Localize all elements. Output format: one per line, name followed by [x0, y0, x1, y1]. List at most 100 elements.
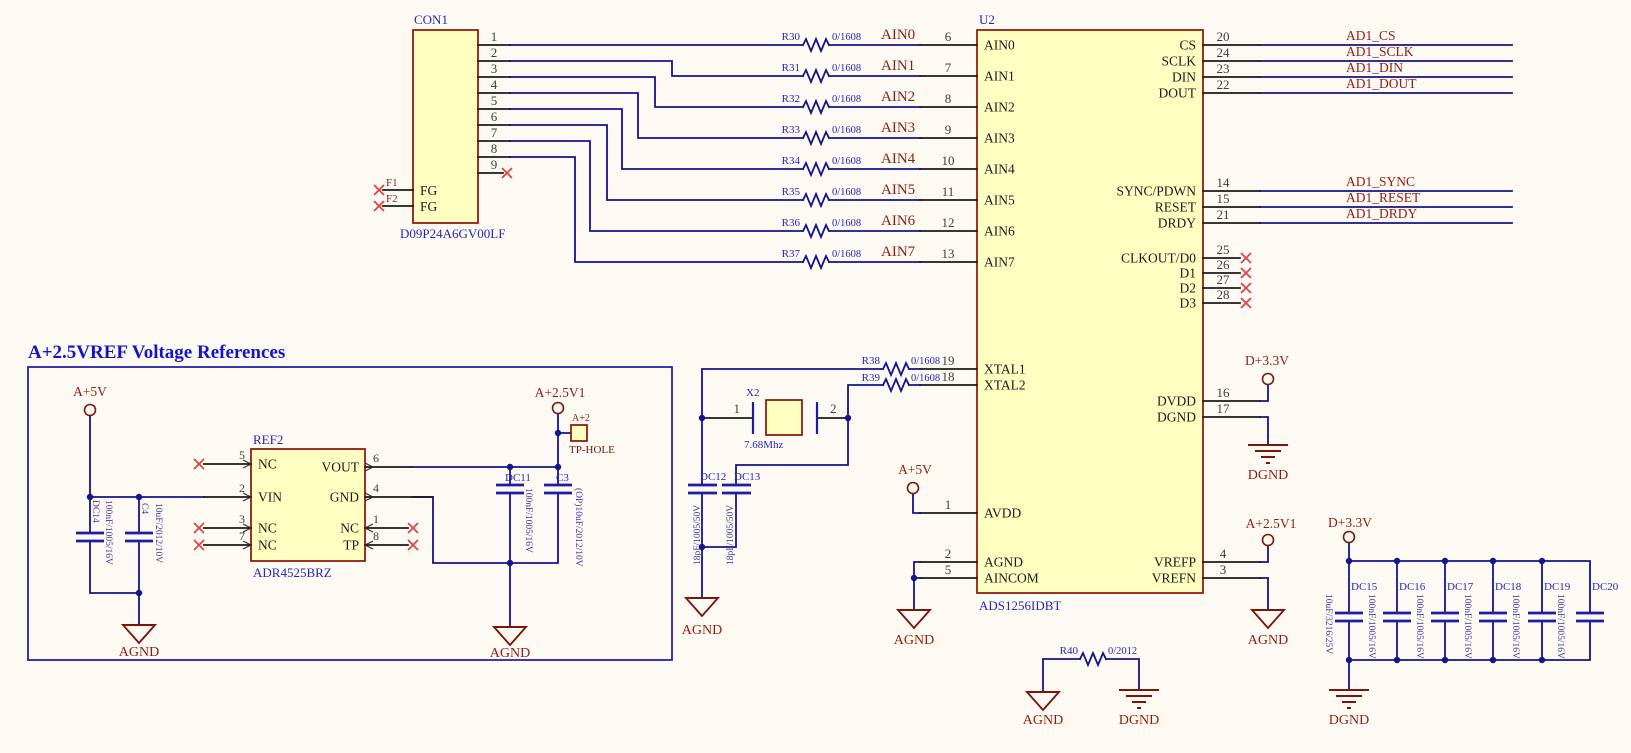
capacitor-ref: DC18: [1495, 581, 1522, 593]
vref-section-frame[interactable]: A+2.5VREF Voltage References: [27, 342, 673, 661]
net-label-ain6[interactable]: AIN6: [881, 213, 916, 229]
power-port-d33v-bank[interactable]: D+3.3V: [1328, 515, 1372, 544]
resistor-value: 0/1608: [832, 249, 861, 260]
capacitor-dc19[interactable]: DC19 100nF/1005/16V: [1510, 581, 1571, 659]
resistor-r37[interactable]: R37 0/1608: [782, 248, 862, 271]
resistor-r32[interactable]: R32 0/1608: [782, 93, 862, 116]
wire-vref-out[interactable]: [411, 413, 572, 628]
ref2-pin-name: TP: [343, 538, 359, 553]
ground-agnd-u2[interactable]: AGND: [894, 609, 934, 648]
power-port-a5v-ref[interactable]: A+5V: [73, 384, 107, 417]
power-circle: [1261, 372, 1275, 386]
capacitor-value: 10uF/3216/25V: [1323, 594, 1333, 654]
u2-pin-name: AIN7: [984, 255, 1015, 270]
power-port-a25v1-ref[interactable]: A+2.5V1: [535, 385, 586, 415]
agnd-label: AGND: [119, 645, 159, 660]
con1-pin-number: 7: [491, 125, 498, 140]
net-label-ad1-reset[interactable]: AD1_RESET: [1346, 190, 1421, 205]
u2-pin-number: 13: [942, 246, 955, 261]
resistor-value: 0/1608: [832, 125, 861, 136]
crystal-x2[interactable]: X2 7.68Mhz 1 2: [702, 387, 848, 451]
capacitor-dc20[interactable]: DC20 100nF/1005/16V: [1555, 581, 1619, 659]
capacitor-c4[interactable]: C4 10uF/2012/10V: [125, 503, 163, 563]
ground-agnd-refout[interactable]: AGND: [490, 626, 530, 661]
wire-avdd[interactable]: [912, 493, 921, 611]
power-port-d33v-dvdd[interactable]: D+3.3V: [1245, 353, 1289, 386]
ground-agnd-vrefn[interactable]: AGND: [1248, 609, 1288, 648]
wire-dvdd-dgnd[interactable]: [1259, 384, 1269, 446]
testpoint-a2[interactable]: A+2 TP-HOLE: [569, 413, 615, 456]
net-label-ad1-cs[interactable]: AD1_CS: [1346, 28, 1396, 43]
wire-vref-in[interactable]: [89, 415, 205, 626]
ground-agnd-r40[interactable]: AGND: [1023, 691, 1063, 728]
capacitor-plates: [1528, 611, 1556, 623]
net-label-ain2[interactable]: AIN2: [881, 89, 915, 105]
ground-agnd-refin[interactable]: AGND: [119, 624, 159, 660]
u2-pin-name: XTAL1: [984, 362, 1026, 377]
net-label-ain1[interactable]: AIN1: [881, 58, 915, 74]
u2-pin-lines-right: [1202, 44, 1261, 579]
net-label-ain5[interactable]: AIN5: [881, 182, 915, 198]
wire-ain-to-u2[interactable]: [828, 44, 921, 263]
resistor-r35[interactable]: R35 0/1608: [782, 186, 862, 209]
net-label-ad1-drdy[interactable]: AD1_DRDY: [1346, 206, 1418, 221]
resistor-r38[interactable]: R38 0/1608: [862, 355, 941, 378]
resistor-r34[interactable]: R34 0/1608: [782, 155, 862, 178]
resistor-r33[interactable]: R33 0/1608: [782, 124, 862, 147]
net-label-ain0[interactable]: AIN0: [881, 27, 915, 43]
wire-ad1-nets[interactable]: [1259, 44, 1513, 224]
capacitor-ref: DC15: [1351, 581, 1378, 593]
capacitor-dc14[interactable]: DC14 100nF/1005/16V: [76, 500, 113, 565]
ref2-pin-name: NC: [258, 457, 277, 472]
tp-ref: A+2: [572, 413, 590, 424]
u2-pin-number: 8: [945, 91, 952, 106]
no-erc-marker: [1240, 252, 1252, 309]
net-label-ad1-din[interactable]: AD1_DIN: [1346, 60, 1403, 75]
capacitor-dc12[interactable]: DC12 18pF/1005/50V: [688, 471, 726, 565]
wire-vrefp-vrefn[interactable]: [1259, 545, 1269, 611]
capacitor-dc17[interactable]: DC17 100nF/1005/16V: [1414, 581, 1474, 659]
u2-pin-name: AIN4: [984, 162, 1015, 177]
wire-r40[interactable]: [1042, 658, 1140, 693]
capacitor-dc16[interactable]: DC16 100nF/1005/16V: [1366, 581, 1426, 659]
u2-pin-name: AINCOM: [984, 571, 1039, 586]
ground-dgnd-u2[interactable]: DGND: [1248, 444, 1288, 483]
ic-ref2[interactable]: REF2 ADR4525BRZ 5 2 3 7 6 4 1 8 NC VIN N…: [193, 432, 434, 580]
u2-pin-number: 1: [945, 497, 952, 512]
resistor-r40[interactable]: R40 0/2012: [1060, 645, 1138, 668]
wire-cap-bank[interactable]: [1348, 542, 1591, 691]
capacitor-dc13[interactable]: DC13 18pF/1005/50V: [722, 471, 761, 565]
net-label-ain4[interactable]: AIN4: [881, 151, 916, 167]
net-label-ain7[interactable]: AIN7: [881, 244, 916, 260]
no-erc-marker: [373, 167, 513, 212]
capacitor-dc18[interactable]: DC18 100nF/1005/16V: [1462, 581, 1522, 659]
dgnd-label: DGND: [1248, 468, 1288, 483]
tp-hole-pad: [570, 424, 588, 442]
resistor-r31[interactable]: R31 0/1608: [782, 62, 862, 85]
net-label-ad1-sclk[interactable]: AD1_SCLK: [1346, 44, 1414, 59]
ground-dgnd-bank[interactable]: DGND: [1329, 689, 1369, 728]
ic-u2[interactable]: U2 ADS1256IDBT AIN0 AIN1 AIN2 AIN3 AIN4 …: [919, 12, 1261, 613]
wire-ain-bus[interactable]: [509, 44, 804, 263]
net-label-ad1-dout[interactable]: AD1_DOUT: [1346, 76, 1417, 91]
net-label-ain3[interactable]: AIN3: [881, 120, 915, 136]
power-port-a5v-avdd[interactable]: A+5V: [898, 462, 932, 495]
u2-pin-name: RESET: [1155, 200, 1197, 215]
ground-dgnd-r40[interactable]: DGND: [1119, 689, 1159, 728]
no-erc-marker: [193, 458, 419, 551]
capacitor-c3[interactable]: C3 (OP)10uF/2012/10V: [544, 472, 584, 567]
ain-net-labels: AIN0 AIN1 AIN2 AIN3 AIN4 AIN5 AIN6 AIN7: [881, 27, 916, 260]
net-label-ad1-sync[interactable]: AD1_SYNC: [1346, 174, 1415, 189]
resistor-r36[interactable]: R36 0/1608: [782, 217, 862, 240]
resistor-r30[interactable]: R30 0/1608: [782, 31, 862, 54]
capacitor-dc15[interactable]: DC15 10uF/3216/25V: [1323, 581, 1378, 654]
capacitor-dc11[interactable]: DC11 100nF/1005/16V: [496, 472, 533, 553]
u2-pin-number: 23: [1217, 61, 1230, 76]
capacitor-plates: [496, 483, 524, 495]
crystal-electrodes: [751, 402, 819, 434]
ground-agnd-xtal[interactable]: AGND: [682, 597, 722, 638]
resistor-r39[interactable]: R39 0/1608: [862, 372, 941, 394]
capacitor-ref: DC14: [90, 500, 100, 523]
connector-con1[interactable]: CON1 D09P24A6GV00LF 1 2 3 4 5 6 7 8 9 F1…: [373, 12, 513, 241]
power-port-a25v1-vrefp[interactable]: A+2.5V1: [1246, 516, 1297, 547]
